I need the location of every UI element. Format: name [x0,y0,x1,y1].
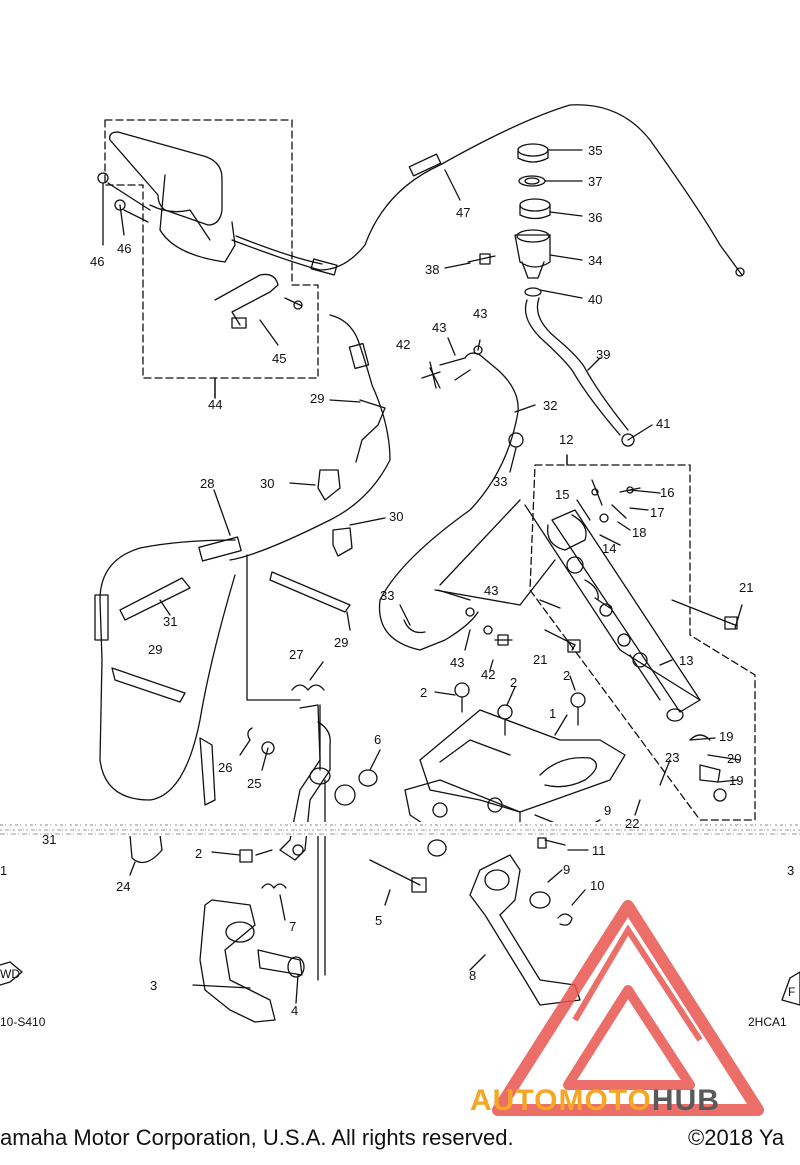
hose-39 [524,299,621,436]
callout-42-mid: 42 [481,667,495,682]
callout-18: 18 [632,525,646,540]
callout-42-top: 42 [396,337,410,352]
callout-46-a: 46 [90,254,104,269]
callout-30-a: 30 [260,476,274,491]
fwd-arrow-left [0,961,23,986]
callout-33-top: 33 [493,474,507,489]
handle-lever [109,131,223,226]
callout-46-b: 46 [117,241,131,256]
callout-3: 3 [150,978,157,993]
callout-9-b: 9 [563,862,570,877]
callout-8: 8 [469,968,476,983]
callout-3-right: 3 [787,863,794,878]
callout-43-top-b: 43 [473,306,487,321]
callout-11: 11 [592,843,606,858]
callout-43-top-a: 43 [432,320,446,335]
callout-15: 15 [555,487,569,502]
watermark-text-a: AUTOMOTO [470,1084,652,1117]
copyright-footer: amaha Motor Corporation, U.S.A. All righ… [0,1125,514,1150]
callout-43-mid-a: 43 [484,583,498,598]
callout-2-c: 2 [563,668,570,683]
callout-31-mid: 31 [163,614,177,629]
callout-38: 38 [425,262,439,277]
callout-24: 24 [116,879,130,894]
callout-39: 39 [596,347,610,362]
callout-19-a: 19 [719,729,733,744]
callout-17: 17 [650,505,664,520]
callout-35: 35 [588,143,602,158]
callout-2-b: 2 [510,675,517,690]
fwd-label-right: F [788,985,795,999]
callout-33-mid: 33 [380,588,394,603]
callout-4: 4 [291,1003,298,1018]
callout-36: 36 [588,210,602,225]
figure-code-right: 2HCA1 [748,1015,787,1029]
callout-1: 1 [549,706,556,721]
hose-32 [378,352,519,651]
group-box-12 [529,464,756,821]
callout-45: 45 [272,351,286,366]
wire-harness [229,314,391,561]
callout-43-mid-b: 43 [450,655,464,670]
callout-44: 44 [208,397,222,412]
callout-12: 12 [559,432,573,447]
figure-code-left: 10-S410 [0,1015,46,1029]
callout-19-b: 19 [729,773,743,788]
master-cylinder [551,509,701,713]
group-box-44 [104,119,319,379]
callout-37: 37 [588,174,602,189]
scan-artifact [0,822,800,836]
fwd-arrow-right [781,971,800,1006]
watermark-text-b: HUB [651,1084,720,1117]
callout-5: 5 [375,913,382,928]
callout-21-a: 21 [739,580,753,595]
callout-labels: 35 37 36 34 38 40 39 47 46 46 45 44 42 4… [0,143,794,1018]
callout-41: 41 [656,416,670,431]
bracket-1 [419,709,626,813]
fwd-label-left: WD [0,967,20,981]
callout-2-a: 2 [420,685,427,700]
callout-32: 32 [543,398,557,413]
callout-23: 23 [665,750,679,765]
callout-13: 13 [679,653,693,668]
callout-26: 26 [218,760,232,775]
watermark-text: AUTOMOTOHUB [470,1084,720,1118]
callout-21-b: 21 [533,652,547,667]
callout-10: 10 [590,878,604,893]
cable-47 [231,104,743,276]
callout-27: 27 [289,647,303,662]
callout-25: 25 [247,776,261,791]
callout-28: 28 [200,476,214,491]
callout-22: 22 [625,816,639,831]
cable-28 [99,539,236,801]
callout-7: 7 [289,919,296,934]
watermark-logo [492,900,764,1116]
callout-6: 6 [374,732,381,747]
copyright-year: ©2018 Ya [688,1125,785,1150]
callout-29-top: 29 [310,391,324,406]
callout-14: 14 [602,541,616,556]
callout-20: 20 [727,751,741,766]
callout-34: 34 [588,253,602,268]
callout-16: 16 [660,485,674,500]
callout-47: 47 [456,205,470,220]
callout-2-d: 2 [195,846,202,861]
pedal-3 [199,899,276,1023]
callout-29-mid: 29 [334,635,348,650]
brake-pedal-8 [469,854,581,1006]
callout-40: 40 [588,292,602,307]
callout-31-low: 31 [42,832,56,847]
callout-29-left: 29 [148,642,162,657]
callout-30-b: 30 [389,509,403,524]
callout-9-a: 9 [604,803,611,818]
callout-1-left: 1 [0,863,7,878]
